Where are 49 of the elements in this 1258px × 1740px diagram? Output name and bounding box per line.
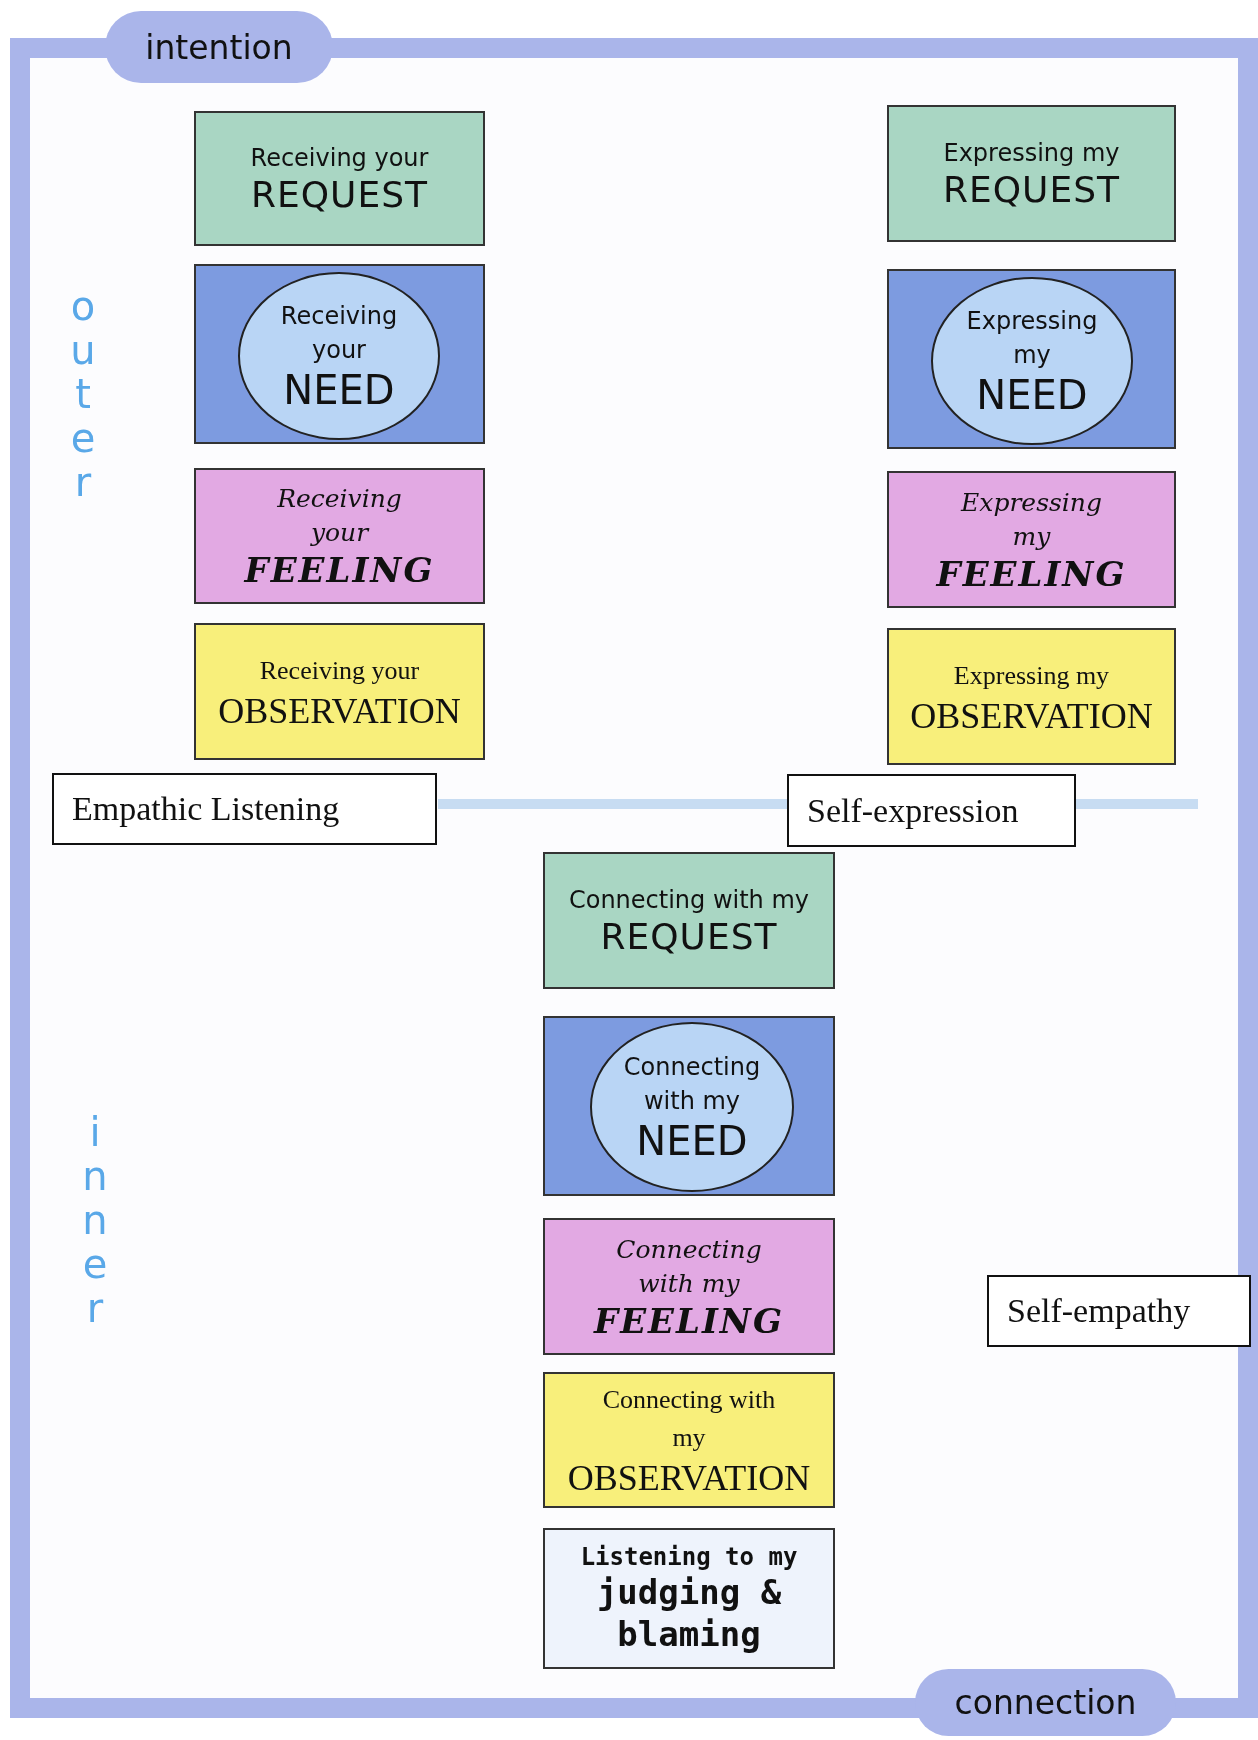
feeling-card — [194, 468, 485, 604]
card-title: REQUEST — [600, 916, 778, 957]
card-title: OBSERVATION — [567, 1457, 811, 1499]
need-panel — [194, 264, 485, 444]
card-title: NEED — [976, 372, 1088, 418]
observation-card — [543, 1372, 835, 1508]
card-caption: Expressing my — [959, 486, 1103, 553]
card-caption: Receiving your — [279, 301, 399, 366]
request-card — [194, 111, 485, 246]
card-caption: Connecting with my — [615, 1233, 763, 1300]
card-title: Self-expression — [807, 791, 1019, 830]
observation-card — [194, 623, 485, 760]
card-caption: Expressing my — [952, 659, 1111, 692]
judging-card — [543, 1528, 835, 1669]
card-title: REQUEST — [942, 169, 1120, 210]
card-caption: Listening to my — [580, 1542, 798, 1571]
card-title: OBSERVATION — [218, 689, 461, 732]
card-caption: Connecting with my — [602, 1384, 776, 1454]
request-card — [887, 105, 1176, 242]
section-label-box — [787, 774, 1076, 847]
card-caption: Receiving your — [250, 143, 429, 174]
card-caption: Receiving your — [258, 654, 421, 687]
card-caption: Expressing my — [965, 306, 1099, 371]
card-title: NEED — [283, 367, 395, 413]
feeling-card — [543, 1218, 835, 1355]
card-title: Self-empathy — [1007, 1292, 1191, 1330]
card-title: intention — [145, 27, 293, 67]
card-title: NEED — [636, 1118, 748, 1164]
feeling-card — [887, 471, 1176, 608]
card-caption: Connecting with my — [622, 1052, 762, 1117]
card-title: FEELING — [244, 550, 435, 590]
need-panel — [887, 269, 1176, 449]
observation-card — [887, 628, 1176, 765]
card-title: FEELING — [936, 553, 1127, 594]
card-caption: Receiving your — [276, 483, 403, 549]
vertical-axis-label: inner — [81, 1110, 109, 1330]
vertical-axis-label: outer — [69, 284, 97, 504]
card-caption: Expressing my — [943, 138, 1120, 169]
card-title: Empathic Listening — [72, 790, 340, 828]
card-title: FEELING — [594, 1300, 784, 1341]
section-label-box — [52, 773, 437, 845]
request-card — [543, 852, 835, 989]
need-panel — [543, 1016, 835, 1196]
card-title: OBSERVATION — [910, 694, 1153, 737]
section-label-box — [987, 1275, 1251, 1347]
card-title: judging & blaming — [595, 1570, 783, 1655]
card-title: connection — [954, 1683, 1137, 1722]
card-title: REQUEST — [250, 174, 428, 215]
card-caption: Connecting with my — [568, 885, 810, 916]
